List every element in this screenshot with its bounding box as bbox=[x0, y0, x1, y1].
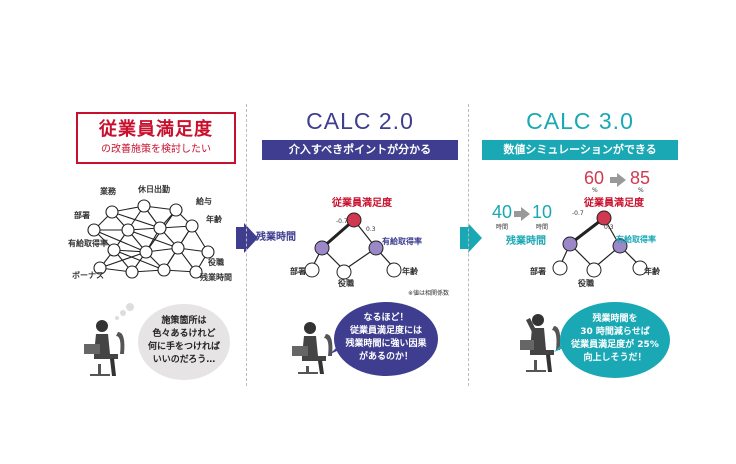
p2-coef-left: -0.7 bbox=[336, 218, 348, 225]
thought-line-2: 色々あるけれど bbox=[152, 329, 216, 339]
p1-label-gyomu: 業務 bbox=[100, 187, 116, 196]
speech-tail-icon bbox=[330, 340, 344, 354]
arrow-right-icon bbox=[460, 223, 482, 253]
p3-label-manzoku: 従業員満足度 bbox=[584, 198, 644, 209]
p2-label-manzoku: 従業員満足度 bbox=[332, 198, 392, 209]
bubble3-line-4: 向上しそうだ！ bbox=[583, 353, 647, 363]
p3-label-nenrei: 年齢 bbox=[644, 267, 660, 276]
panel3-banner: 数値シミュレーションができる bbox=[482, 140, 678, 160]
p1-label-kyuyo: 給与 bbox=[196, 197, 212, 206]
panel1-title: 従業員満足度 bbox=[99, 119, 213, 140]
panel3-title: CALC 3.0 bbox=[526, 108, 634, 134]
panel1-network-diagram bbox=[87, 199, 215, 279]
p3-coef-right: 0.3 bbox=[604, 224, 614, 231]
bubble3-line-3: 従業員満足度が 25% bbox=[571, 340, 659, 350]
bubble2-line-3: 残業時間に強い因果 bbox=[345, 339, 427, 349]
p3-label-busho: 部署 bbox=[530, 267, 546, 276]
p1-label-zangyo: 残業時間 bbox=[200, 273, 232, 282]
panel2-title: CALC 2.0 bbox=[306, 108, 414, 134]
p3-pct-from: % bbox=[592, 187, 598, 194]
bubble3-line-2: 30 時間減らせば bbox=[580, 327, 650, 337]
p3-coef-left: -0.7 bbox=[572, 210, 584, 217]
p2-label-nenrei: 年齢 bbox=[402, 267, 418, 276]
panel3-causal-diagram bbox=[552, 210, 648, 278]
arrow-right-icon bbox=[610, 173, 626, 187]
panel3-speech-bubble: 残業時間を 30 時間減らせば 従業員満足度が 25% 向上しそうだ！ bbox=[560, 302, 670, 378]
panel2-speech-bubble: なるほど！ 従業員満足度には 残業時間に強い因果 があるのか！ bbox=[334, 302, 438, 376]
p1-label-kyujitsu: 休日出勤 bbox=[138, 185, 170, 194]
thought-line-3: 何に手をつければ bbox=[147, 342, 220, 352]
p1-label-bonus: ボーナス bbox=[72, 271, 104, 280]
p3-label-yukyu: 有給取得率 bbox=[616, 235, 656, 244]
panel1-subtitle: の改善施策を検討したい bbox=[101, 144, 211, 155]
p1-label-busho: 部署 bbox=[74, 211, 90, 220]
p3-hours-unit-to: 時間 bbox=[536, 224, 549, 231]
panel2-banner: 介入すべきポイントが分かる bbox=[262, 140, 458, 160]
person-sitting-icon bbox=[84, 320, 125, 376]
p2-label-yukyu: 有給取得率 bbox=[382, 237, 422, 246]
p3-pct-to: % bbox=[638, 187, 644, 194]
p2-label-busho: 部署 bbox=[290, 267, 306, 276]
thought-line-1: 施策箇所は bbox=[161, 316, 207, 326]
p3-sat-from: 60 bbox=[584, 168, 605, 188]
arrow-right-icon bbox=[236, 223, 258, 253]
bubble2-line-4: があるのか！ bbox=[358, 352, 413, 362]
speech-tail-icon bbox=[554, 338, 568, 352]
p3-sat-to: 85 bbox=[630, 168, 651, 188]
p3-label-zangyo: 残業時間 bbox=[506, 236, 546, 247]
thought-line-4: いいのだろう… bbox=[152, 355, 216, 365]
p2-note: ※値は相関係数 bbox=[408, 290, 450, 297]
p2-coef-right: 0.3 bbox=[366, 226, 376, 233]
panel1-thought-bubble: 施策箇所は 色々あるけれど 何に手をつければ いいのだろう… bbox=[138, 304, 230, 380]
p1-label-nenrei: 年齢 bbox=[206, 215, 222, 224]
bubble2-line-2: 従業員満足度には bbox=[349, 326, 422, 336]
p3-label-yakushoku: 役職 bbox=[578, 279, 594, 288]
bubble3-line-1: 残業時間を bbox=[592, 314, 638, 324]
panel2-causal-diagram bbox=[304, 212, 402, 280]
p1-label-yakushoku: 役職 bbox=[208, 258, 224, 267]
thought-dots-icon bbox=[115, 303, 134, 320]
divider-1 bbox=[246, 104, 247, 386]
person-sitting-thinking-icon bbox=[520, 314, 561, 372]
p3-hours-to: 10 bbox=[532, 202, 553, 222]
p3-hours-unit-from: 時間 bbox=[496, 224, 509, 231]
panel1-title-box: 従業員満足度 の改善施策を検討したい bbox=[76, 112, 236, 164]
arrow-right-icon bbox=[514, 207, 530, 221]
bubble2-line-1: なるほど！ bbox=[363, 313, 409, 323]
person-sitting-icon bbox=[292, 322, 333, 374]
p2-label-zangyo: 残業時間 bbox=[256, 232, 296, 243]
p2-label-yakushoku: 役職 bbox=[338, 279, 354, 288]
p3-hours-from: 40 bbox=[492, 202, 513, 222]
p1-label-yukyu: 有給取得率 bbox=[68, 239, 108, 248]
divider-2 bbox=[468, 104, 469, 386]
